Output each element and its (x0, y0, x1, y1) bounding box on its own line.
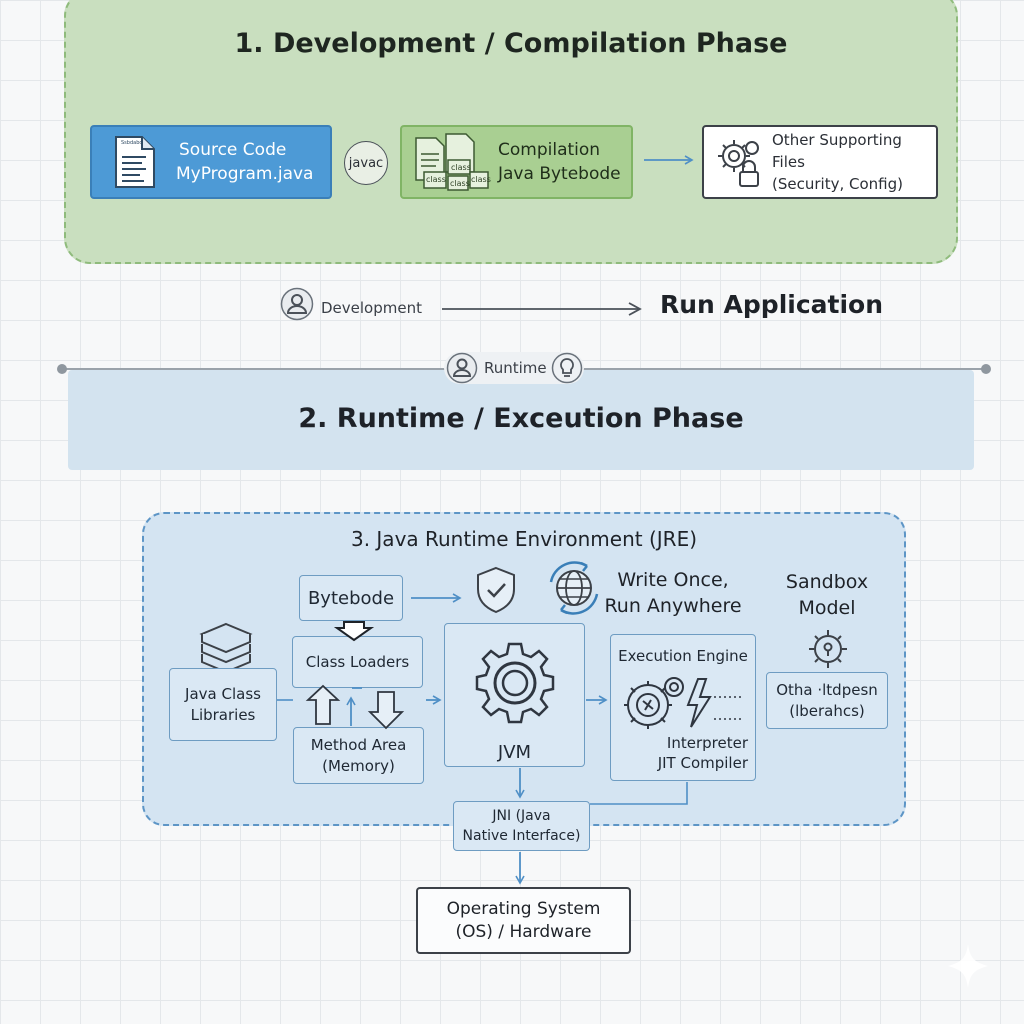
engine-to-jni-connector (590, 782, 688, 805)
method-area-line: Method Area (310, 735, 407, 754)
javac-badge: javac (344, 141, 388, 185)
write-once-label: Write Once, Run Anywhere (598, 567, 748, 619)
java-class-line: Java Class (185, 684, 261, 703)
jit-compiler-label: JIT Compiler (657, 754, 748, 772)
run-anywhere-line: Run Anywhere (604, 595, 742, 617)
developer-avatar-icon (280, 287, 314, 321)
runtime-label: Runtime (484, 359, 547, 377)
timeline-start-dot (57, 364, 67, 374)
supporting-files-detail: (Security, Config) (772, 175, 903, 193)
other-permissions-box: Otha ·ltdpesn (lberahcs) (766, 672, 888, 729)
java-class-libraries-box: Java Class Libraries (169, 668, 277, 741)
source-file-name: MyProgram.java (176, 164, 314, 184)
runtime-phase-band (68, 370, 974, 470)
memory-line: (Memory) (322, 756, 395, 775)
jvm-box: JVM (444, 623, 585, 767)
class-file-tag: class (451, 163, 471, 172)
jvm-label: JVM (497, 742, 532, 763)
source-document-icon: Ssbdabd (112, 135, 158, 189)
write-once-line: Write Once, (617, 569, 729, 591)
jre-title: 3. Java Runtime Environment (JRE) (350, 527, 698, 551)
cog-icon (473, 640, 557, 724)
runtime-avatar-icon (446, 352, 478, 384)
class-loaders-box: Class Loaders (292, 636, 423, 688)
runtime-phase-title: 2. Runtime / Exceution Phase (298, 403, 744, 434)
bytecode-down-arrow (333, 621, 375, 642)
development-label: Development (321, 299, 422, 317)
interpreter-label: Interpreter (666, 734, 748, 752)
model-line: Model (798, 597, 856, 619)
up-hollow-arrow (305, 684, 341, 725)
source-code-box: Ssbdabd Source Code MyProgram.java (90, 125, 332, 199)
development-phase-title: 1. Development / Compilation Phase (234, 28, 788, 59)
native-interface-line: Native Interface) (462, 828, 581, 844)
source-code-label: Source Code (179, 140, 287, 160)
gear-lock-small-icon (805, 626, 851, 672)
timeline-end-dot (981, 364, 991, 374)
execution-engine-box: Execution Engine Interpreter JIT Compile… (610, 634, 756, 781)
other-box-line2: (lberahcs) (789, 701, 865, 720)
layers-stack-icon (198, 620, 254, 676)
sandbox-line: Sandbox (785, 571, 869, 593)
class-files-icon: class class class class (414, 132, 491, 192)
sparkle-icon (948, 944, 988, 988)
operating-system-line: Operating System (446, 898, 601, 919)
document-header-text: Ssbdabd (121, 140, 143, 146)
jni-box: JNI (Java Native Interface) (453, 801, 590, 851)
supporting-files-label: Other Supporting Files (772, 131, 902, 171)
sandbox-model-label: Sandbox Model (772, 569, 882, 621)
libraries-line: Libraries (190, 705, 256, 724)
compilation-label: Compilation (498, 140, 601, 160)
operating-system-box: Operating System (OS) / Hardware (416, 887, 631, 954)
execution-engine-title: Execution Engine (618, 647, 748, 665)
other-box-line1: Otha ·ltdpesn (776, 680, 878, 699)
bytecode-box: Bytebode (299, 575, 403, 621)
globe-sync-icon (543, 560, 605, 616)
engine-gears-lightning-icon (618, 671, 748, 733)
class-loaders-label: Class Loaders (305, 652, 410, 671)
compilation-box: class class class class Compilation Java… (400, 125, 633, 199)
class-file-tag: class (471, 175, 491, 184)
lightbulb-icon (551, 352, 583, 384)
gear-lock-icon (714, 134, 768, 190)
hardware-line: (OS) / Hardware (455, 921, 592, 942)
down-hollow-arrow (367, 691, 405, 730)
supporting-files-box: Other Supporting Files (Security, Config… (702, 125, 938, 199)
jni-line: JNI (Java (492, 808, 551, 824)
bytecode-label: Java Bytebode (498, 164, 621, 184)
class-file-tag: class (426, 175, 446, 184)
shield-check-icon (474, 565, 518, 615)
class-file-tag: class (450, 179, 470, 188)
javac-label: javac (348, 155, 384, 171)
run-application-label: Run Application (660, 290, 884, 319)
method-area-box: Method Area (Memory) (293, 727, 424, 784)
bytecode-label: Bytebode (307, 587, 395, 609)
